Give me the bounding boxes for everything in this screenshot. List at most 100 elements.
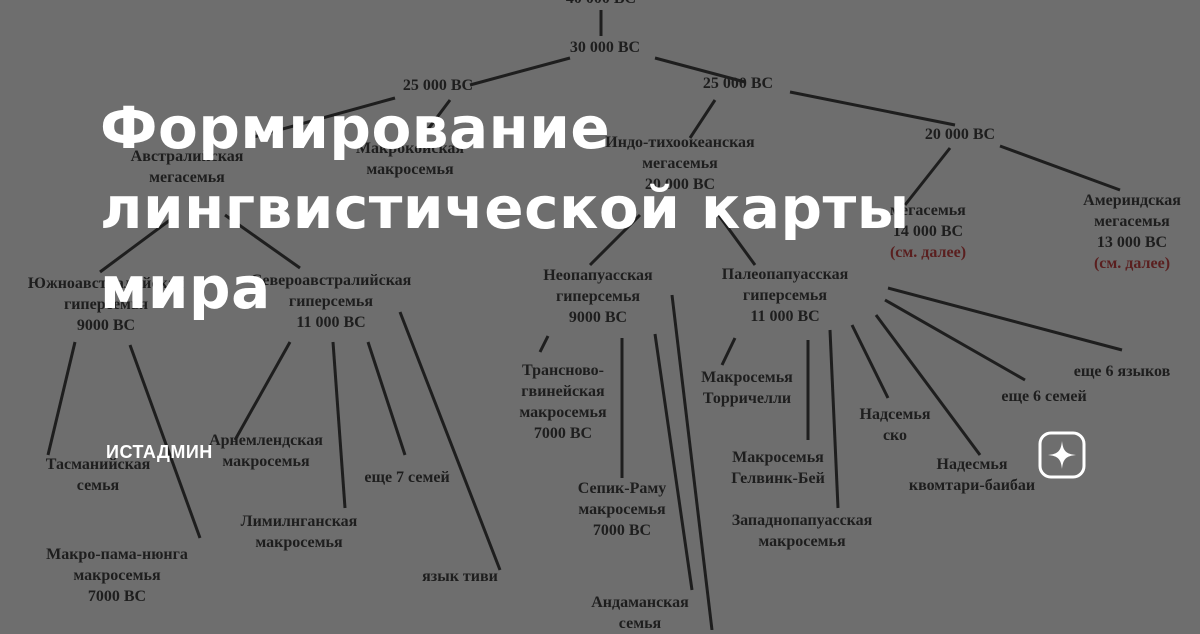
tree-node-line: Австралийская bbox=[130, 148, 244, 165]
tree-node-line: 9000 BC bbox=[76, 317, 136, 334]
tree-node-line: еще 6 семей bbox=[1001, 388, 1087, 405]
tree-node-arnhem: Арнемлендская макросемья bbox=[209, 430, 323, 472]
tree-node-line: квомтари-баибаи bbox=[908, 477, 1036, 494]
tree-node-westpapuan: Западнопапуасская макросемья bbox=[732, 510, 873, 552]
tree-edge bbox=[713, 209, 757, 266]
tree-edge bbox=[469, 56, 571, 87]
tree-node-line: гиперсемья bbox=[63, 296, 149, 313]
tree-node-seven: еще 7 семей bbox=[364, 467, 449, 488]
tree-edge bbox=[249, 96, 396, 140]
tree-edge bbox=[874, 314, 982, 456]
tree-node-line: Сепик-Раму bbox=[577, 480, 667, 497]
tree-node-line: Америндская bbox=[1083, 192, 1181, 209]
tree-edge bbox=[46, 341, 77, 456]
tree-node-line: (см. далее) bbox=[1093, 255, 1171, 272]
tree-node-line: 11 000 BC bbox=[296, 314, 366, 331]
tree-node-line: Макросемья bbox=[701, 369, 793, 386]
tree-node-line: макросемья bbox=[255, 534, 343, 551]
tree-node-australian: Австралийская мегасемья bbox=[131, 146, 244, 188]
tree-node-line: Неопапуасская bbox=[543, 267, 653, 284]
tree-node-six-langs: еще 6 языков bbox=[1074, 361, 1171, 382]
tree-node-line: мегасемья bbox=[642, 155, 718, 172]
tree-edge bbox=[128, 344, 202, 539]
tree-node-line: Палеопапуасская bbox=[721, 266, 849, 283]
tree-node-line: 13 000 BC bbox=[1096, 234, 1168, 251]
tree-edge bbox=[538, 335, 550, 353]
tree-edge bbox=[670, 294, 714, 630]
tree-edge bbox=[224, 213, 301, 270]
tree-edge bbox=[887, 286, 1123, 352]
tree-node-line: макросемья bbox=[758, 533, 846, 550]
tree-node-line: 40 000 BC bbox=[566, 0, 636, 9]
tree-edge bbox=[653, 333, 694, 591]
tree-node-line: 7000 BC bbox=[87, 588, 147, 605]
tree-node-line: язык тиви bbox=[422, 568, 498, 585]
tree-node-line: Североавстралийская bbox=[250, 272, 412, 289]
tree-edge bbox=[850, 324, 890, 399]
tree-edge bbox=[720, 337, 737, 366]
tree-node-line: Западнопапуасская bbox=[731, 512, 873, 529]
tree-node-amerind: Америндская мегасемья 13 000 BC (см. далее) bbox=[1083, 190, 1181, 274]
tree-node-transnewguinea: Трансново-гвинейская макросемья 7000 BC bbox=[519, 360, 606, 444]
article-title: Формирование лингвистической карты мира bbox=[100, 88, 1100, 328]
tree-node-paleopapuan: Палеопапуасская гиперсемья 11 000 BC bbox=[722, 264, 849, 327]
tree-node-line: еще 7 семей bbox=[364, 469, 450, 486]
tree-node-line: мегасемья bbox=[149, 169, 225, 186]
tree-node-bc20000: 20 000 BC bbox=[925, 124, 995, 145]
tree-node-line: Гелвинк-Бей bbox=[731, 470, 825, 487]
tree-node-line: Тасманийская bbox=[45, 456, 151, 473]
tree-node-line: макросемья bbox=[73, 567, 161, 584]
tree-edge bbox=[418, 99, 452, 141]
tree-edge bbox=[99, 218, 171, 274]
tree-node-line: ско bbox=[882, 427, 908, 444]
tree-node-line: 25 000 BC bbox=[402, 77, 474, 94]
tree-node-line: 9000 BC bbox=[568, 309, 628, 326]
tree-node-line: макросемья bbox=[519, 404, 607, 421]
tree-edge bbox=[588, 213, 642, 267]
tree-node-eurasian: мегасемья 14 000 BC (см. далее) bbox=[890, 200, 966, 263]
tree-node-line: 7000 BC bbox=[533, 425, 593, 442]
title-line: лингвистической карты мира bbox=[100, 174, 910, 322]
tree-node-line: гиперсемья bbox=[742, 287, 828, 304]
tree-node-line: 14 000 BC bbox=[892, 223, 964, 240]
tree-node-line: (см. далее) bbox=[889, 244, 967, 261]
tree-node-line: 7000 BC bbox=[592, 522, 652, 539]
tree-node-line: Трансново- bbox=[522, 362, 604, 379]
tree-node-line: 11 000 BC bbox=[750, 308, 820, 325]
tree-node-six-families: еще 6 семей bbox=[1001, 386, 1086, 407]
tree-node-line: Арнемлендская bbox=[209, 432, 323, 449]
tree-edge bbox=[331, 341, 347, 509]
author-label[interactable]: ИСТАДМИН bbox=[106, 442, 213, 462]
tree-node-line: Макрокойская bbox=[355, 140, 465, 157]
tree-node-neopapuan: Неопапуасская гиперсемья 9000 BC bbox=[543, 265, 652, 328]
tree-edge bbox=[828, 329, 840, 509]
tree-node-line: еще 6 языков bbox=[1073, 363, 1171, 380]
tree-edge bbox=[903, 147, 952, 206]
tree-node-line: мегасемья bbox=[1094, 213, 1170, 230]
tree-edge bbox=[688, 99, 717, 139]
tree-node-tiwi: язык тиви bbox=[422, 566, 498, 587]
tree-node-line: Южноавстралийская bbox=[27, 275, 185, 292]
tree-node-line: гиперсемья bbox=[555, 288, 641, 305]
tree-node-line: макросемья bbox=[222, 453, 310, 470]
tree-node-line: Андаманская bbox=[591, 594, 689, 611]
tree-node-line: Торричелли bbox=[702, 390, 792, 407]
tree-node-line: макросемья bbox=[578, 501, 666, 518]
tree-node-line: 25 000 BC bbox=[702, 75, 774, 92]
tree-node-line: гвинейская bbox=[521, 383, 605, 400]
tree-node-line: Индо-тихоокеанская bbox=[605, 134, 755, 151]
tree-node-line: мегасемья bbox=[890, 202, 966, 219]
sparkle-star-icon[interactable] bbox=[1038, 431, 1086, 479]
tree-edge bbox=[884, 298, 1026, 382]
tree-node-south-au: Южноавстралийская гиперсемья 9000 BC bbox=[28, 273, 184, 336]
tree-node-sepik: Сепик-Раму макросемья 7000 BC bbox=[578, 478, 667, 541]
tree-node-line: макросемья bbox=[366, 161, 454, 178]
title-line: Формирование bbox=[100, 94, 611, 162]
